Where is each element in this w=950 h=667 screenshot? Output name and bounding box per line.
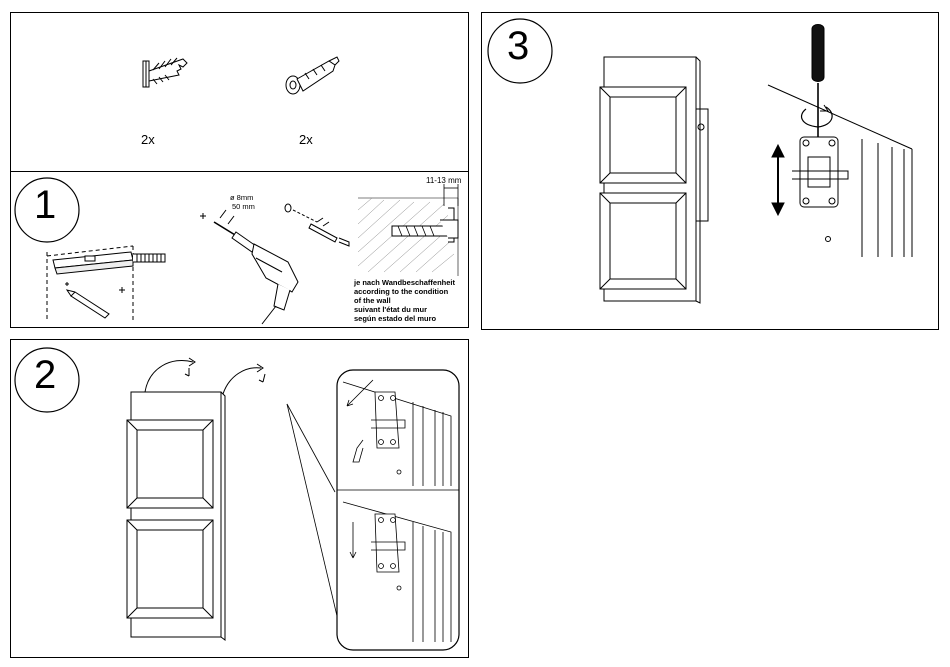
drill-depth-label: 50 mm <box>232 202 255 211</box>
step-2-number: 2 <box>34 353 56 398</box>
note-line-es: según estado del muro <box>354 314 455 323</box>
screw-anchor-icon <box>283 200 358 250</box>
note-line-de: je nach Wandbeschaffenheit <box>354 278 455 287</box>
step-1-panel: 1 ø 8mm 50 mm <box>10 171 469 328</box>
step-1-number: 1 <box>34 183 56 228</box>
height-adjustment-detail <box>762 21 938 271</box>
mounted-niche-unit <box>594 53 714 313</box>
wall-plug-icon <box>283 51 345 99</box>
plug-depth-label: 11-13 mm <box>426 176 461 185</box>
wall-section-diagram <box>354 180 466 276</box>
step-3-number: 3 <box>507 24 529 69</box>
step-3-panel: 3 <box>481 12 939 330</box>
step-2-panel: 2 <box>10 339 469 658</box>
shower-niche-unit <box>121 348 291 648</box>
parts-panel: 2x 2x <box>10 12 469 172</box>
spirit-level-icon <box>41 244 171 324</box>
drill-diameter-label: ø 8mm <box>230 193 253 202</box>
note-line-fr: suivant l'état du mur <box>354 305 455 314</box>
anchor-quantity: 2x <box>141 132 155 147</box>
note-line-en-2: of the wall <box>354 296 455 305</box>
plug-quantity: 2x <box>299 132 313 147</box>
bracket-detail-view <box>283 362 463 654</box>
wall-anchor-icon <box>139 51 199 91</box>
note-line-en-1: according to the condition <box>354 287 455 296</box>
